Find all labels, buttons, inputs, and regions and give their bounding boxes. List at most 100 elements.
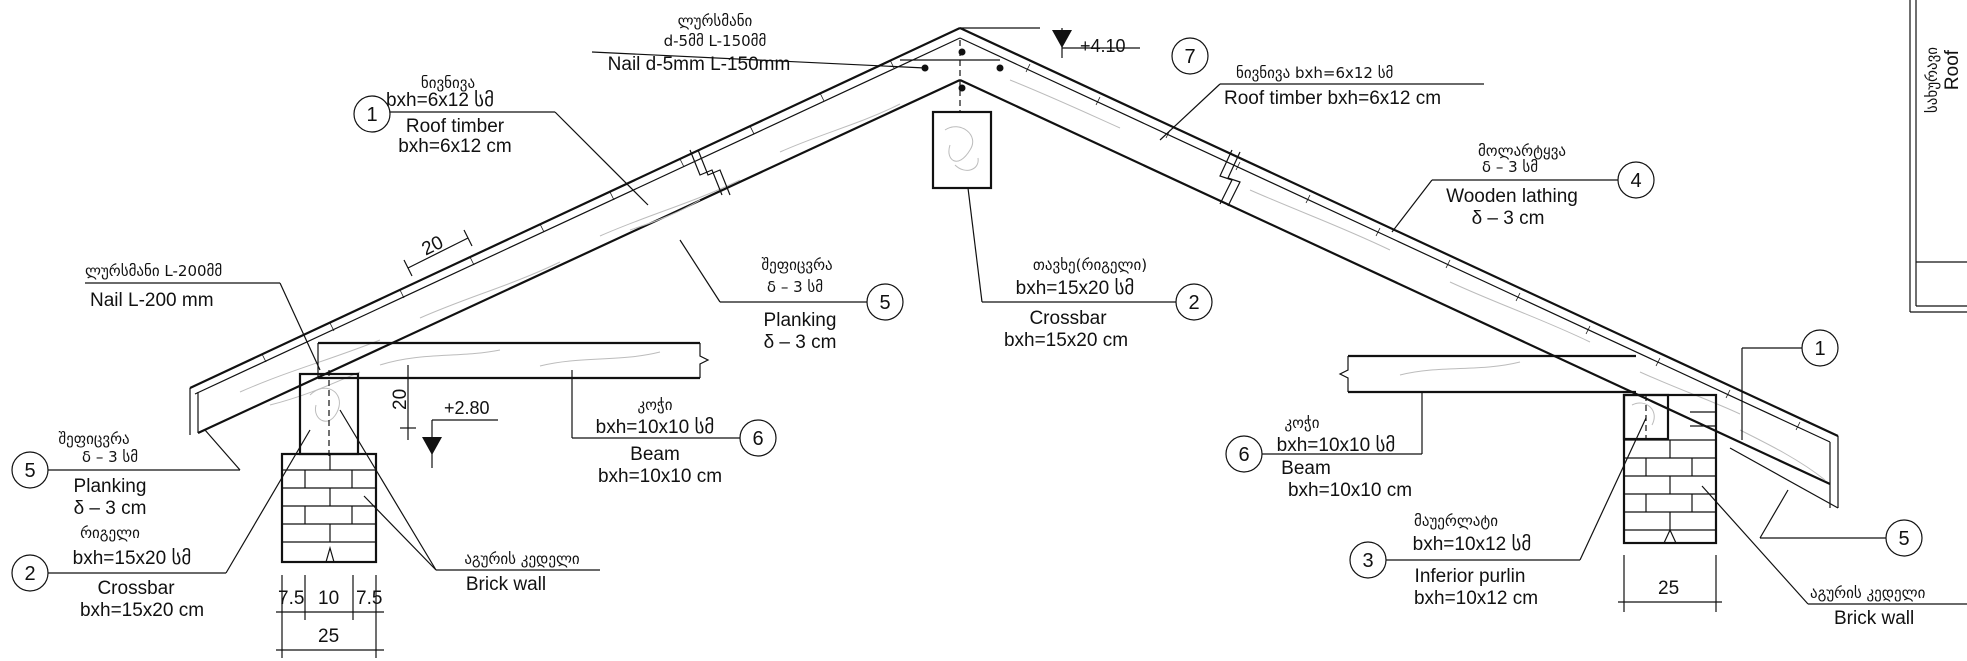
callout-2-mid: 2 თავხე(რიგელი) bxh=15x20 სმ Crossbar bx… — [967, 187, 1213, 351]
right-rafter — [959, 27, 1839, 509]
callout-5-right: 5 — [1759, 489, 1923, 557]
nail-left-annotation: ლურსმანი L-200მმ Nail L-200 mm — [85, 262, 321, 371]
svg-text:თავხე(რიგელი): თავხე(რიგელი) — [1033, 256, 1147, 274]
svg-text:7.5: 7.5 — [278, 588, 304, 609]
svg-text:δ – 3 სმ: δ – 3 სმ — [82, 448, 138, 466]
svg-text:მოლარტყვა: მოლარტყვა — [1478, 142, 1566, 160]
svg-text:δ – 3 სმ: δ – 3 სმ — [767, 278, 823, 296]
svg-text:d-5მმ L-150მმ: d-5მმ L-150მმ — [664, 32, 767, 50]
svg-text:ლურსმანი: ლურსმანი — [678, 12, 753, 30]
svg-text:1: 1 — [366, 104, 377, 126]
svg-text:Beam: Beam — [630, 444, 680, 465]
svg-text:δ – 3 cm: δ – 3 cm — [74, 498, 147, 519]
dimension-20-slope: 20 — [403, 229, 473, 277]
svg-text:ლურსმანი L-200მმ: ლურსმანი L-200მმ — [85, 262, 222, 280]
right-beam — [1338, 354, 1636, 394]
svg-text:δ – 3 cm: δ – 3 cm — [764, 332, 837, 353]
level-marker-mid: +2.80 — [422, 398, 498, 468]
svg-text:რიგელი: რიგელი — [80, 524, 140, 542]
svg-text:δ – 3 სმ: δ – 3 სმ — [1482, 158, 1538, 176]
dimension-25-right: 25 — [1618, 555, 1722, 612]
left-crossbar-block — [298, 370, 360, 460]
level-marker-top: +4.10 — [1052, 28, 1140, 58]
svg-text:Brick wall: Brick wall — [1834, 608, 1914, 629]
svg-text:1: 1 — [1814, 338, 1825, 360]
svg-text:25: 25 — [318, 626, 339, 647]
callout-4: 4 მოლარტყვა δ – 3 სმ Wooden lathing δ – … — [1391, 142, 1655, 233]
svg-text:კოჭი: კოჭი — [1284, 414, 1319, 432]
svg-text:სახურავი: სახურავი — [1923, 47, 1941, 113]
svg-text:კოჭი: კოჭი — [637, 396, 672, 414]
svg-text:Brick wall: Brick wall — [466, 574, 546, 595]
svg-text:Roof timber: Roof timber — [406, 116, 505, 137]
svg-text:bxh=6x12 cm: bxh=6x12 cm — [398, 136, 512, 157]
svg-text:bxh=10x10 სმ: bxh=10x10 სმ — [1277, 434, 1396, 456]
svg-text:6: 6 — [1238, 444, 1249, 466]
svg-text:შეფიცვრა: შეფიცვრა — [761, 256, 832, 274]
svg-text:2: 2 — [1188, 292, 1199, 314]
svg-text:5: 5 — [879, 292, 890, 314]
svg-text:4: 4 — [1630, 170, 1641, 192]
svg-text:20: 20 — [419, 232, 447, 260]
callout-6-right: 6 კოჭი bxh=10x10 სმ Beam bxh=10x10 cm — [1225, 392, 1423, 501]
svg-text:Beam: Beam — [1281, 458, 1331, 479]
svg-text:ნივნივა bxh=6x12 სმ: ნივნივა bxh=6x12 სმ — [1236, 64, 1393, 82]
svg-text:აგურის კედელი: აგურის კედელი — [464, 550, 580, 568]
svg-text:bxh=6x12 სმ: bxh=6x12 სმ — [386, 89, 494, 111]
svg-text:Planking: Planking — [74, 476, 147, 497]
dimension-20-vert: 20 — [390, 365, 416, 440]
ridge-crossbar — [900, 27, 1040, 190]
svg-text:2: 2 — [24, 563, 35, 585]
svg-text:bxh=10x10 cm: bxh=10x10 cm — [598, 466, 722, 487]
svg-text:3: 3 — [1362, 550, 1373, 572]
svg-text:5: 5 — [24, 460, 35, 482]
left-beam — [317, 341, 710, 380]
svg-text:აგურის კედელი: აგურის კედელი — [1810, 584, 1926, 602]
svg-text:Crossbar: Crossbar — [97, 578, 175, 599]
svg-text:bxh=15x20 cm: bxh=15x20 cm — [1004, 330, 1128, 351]
svg-text:25: 25 — [1658, 578, 1679, 599]
svg-text:შეფიცვრა: შეფიცვრა — [58, 430, 129, 448]
svg-text:bxh=10x10 სმ: bxh=10x10 სმ — [596, 416, 715, 438]
left-rafter — [189, 27, 961, 435]
level-mid-label: +2.80 — [444, 398, 490, 418]
svg-text:bxh=15x20 სმ: bxh=15x20 სმ — [73, 547, 192, 569]
svg-text:20: 20 — [390, 389, 411, 410]
svg-text:Nail L-200 mm: Nail L-200 mm — [90, 290, 214, 311]
svg-text:bxh=10x10 cm: bxh=10x10 cm — [1288, 480, 1412, 501]
left-brick-wall — [280, 452, 378, 564]
svg-text:ნივნივა: ნივნივა — [421, 74, 475, 92]
svg-text:Roof: Roof — [1942, 49, 1963, 90]
svg-text:Planking: Planking — [764, 310, 837, 331]
svg-text:bxh=15x20 სმ: bxh=15x20 სმ — [1016, 277, 1135, 299]
svg-text:bxh=10x12 სმ: bxh=10x12 სმ — [1413, 533, 1532, 555]
callout-5-left: 5 შეფიცვრა δ – 3 სმ Planking δ – 3 cm — [11, 429, 241, 519]
svg-text:5: 5 — [1898, 528, 1909, 550]
right-purlin — [1622, 393, 1670, 441]
svg-text:bxh=10x12 cm: bxh=10x12 cm — [1414, 588, 1538, 609]
level-top-label: +4.10 — [1080, 36, 1126, 56]
dimensions-bottom-left: 7.5 10 7.5 25 — [276, 575, 384, 658]
svg-text:bxh=15x20 cm: bxh=15x20 cm — [80, 600, 204, 621]
svg-text:6: 6 — [752, 428, 763, 450]
callout-6-left: 6 კოჭი bxh=10x10 სმ Beam bxh=10x10 cm — [571, 370, 777, 487]
svg-text:Roof timber bxh=6x12 cm: Roof timber bxh=6x12 cm — [1224, 88, 1441, 109]
brick-wall-label-left: აგურის კედელი Brick wall — [339, 409, 600, 595]
svg-text:10: 10 — [318, 588, 339, 609]
svg-text:Wooden lathing: Wooden lathing — [1446, 186, 1578, 207]
svg-text:მაუერლატი: მაუერლატი — [1414, 512, 1498, 530]
callout-7: 7 ნივნივა bxh=6x12 სმ Roof timber bxh=6x… — [1159, 37, 1484, 141]
callout-1-right: 1 — [1741, 329, 1839, 440]
callout-3: 3 მაუერლატი bxh=10x12 სმ Inferior purlin… — [1349, 417, 1647, 609]
svg-text:Inferior purlin: Inferior purlin — [1415, 566, 1526, 587]
nail-top-annotation: ლურსმანი d-5მმ L-150მმ Nail d-5mm L-150m… — [591, 12, 926, 75]
callout-1-left: 1 ნივნივა bxh=6x12 სმ Roof timber bxh=6x… — [353, 74, 649, 206]
svg-text:7.5: 7.5 — [356, 588, 382, 609]
svg-text:Crossbar: Crossbar — [1029, 308, 1107, 329]
title-block: სახურავი Roof — [1909, 0, 1967, 313]
callout-2-left: 2 რიგელი bxh=15x20 სმ Crossbar bxh=15x20… — [11, 429, 311, 621]
svg-text:δ – 3 cm: δ – 3 cm — [1472, 208, 1545, 229]
callout-5-mid: 5 შეფიცვრა δ – 3 სმ Planking δ – 3 cm — [679, 239, 904, 353]
brick-wall-label-right: აგურის კედელი Brick wall — [1701, 485, 1967, 629]
